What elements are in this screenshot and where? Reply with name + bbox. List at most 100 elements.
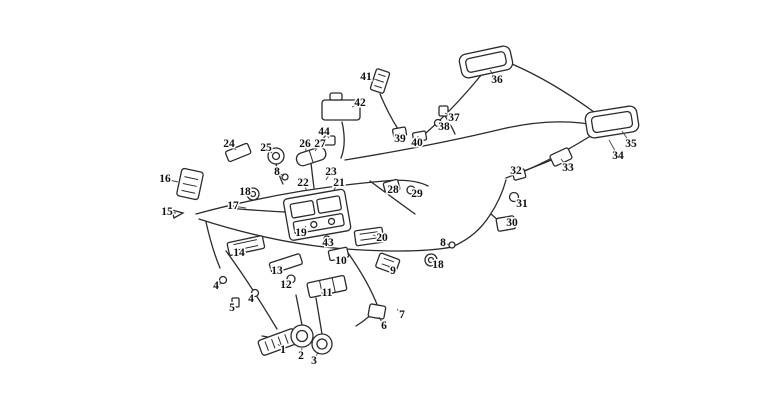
part-44 — [323, 135, 336, 146]
callout-label-43: 43 — [322, 237, 334, 249]
callout-leader-19 — [300, 225, 307, 234]
callout-leader-1 — [277, 343, 284, 351]
harness-artwork — [195, 63, 601, 346]
part-16 — [176, 167, 204, 201]
callout-label-20: 20 — [376, 232, 388, 244]
callout-label-25: 25 — [260, 142, 272, 154]
part-4-right — [250, 288, 260, 298]
part-39 — [391, 126, 408, 139]
callout-leader-8 — [442, 242, 451, 246]
part-11 — [306, 274, 348, 299]
callout-leader-6 — [378, 316, 385, 327]
part-30 — [495, 215, 517, 232]
part-34-35 — [584, 105, 640, 139]
callout-label-42: 42 — [354, 97, 366, 109]
callout-label-11: 11 — [322, 287, 333, 299]
callout-label-39: 39 — [394, 133, 406, 145]
callout-label-12: 12 — [280, 279, 292, 291]
callout-label-26: 26 — [299, 138, 311, 150]
callout-leader-21 — [332, 182, 340, 192]
callout-label-21: 21 — [333, 177, 345, 189]
callout-label-3: 3 — [311, 355, 317, 367]
callout-label-44: 44 — [318, 126, 330, 138]
callout-label-15: 15 — [161, 206, 173, 218]
callout-label-10: 10 — [335, 255, 347, 267]
callout-leader-44 — [323, 131, 330, 139]
callout-label-9: 9 — [390, 265, 396, 277]
callout-label-17: 17 — [227, 200, 239, 212]
part-14 — [226, 235, 266, 256]
callout-leader-27 — [314, 143, 321, 152]
callout-label-5: 5 — [229, 302, 235, 314]
callout-leader-13 — [276, 265, 284, 272]
callout-label-40: 40 — [411, 137, 423, 149]
callout-leader-40 — [416, 135, 419, 144]
callout-label-24: 24 — [223, 138, 235, 150]
callout-leader-2 — [300, 347, 303, 357]
callout-leader-15 — [166, 211, 177, 214]
callout-label-35: 35 — [625, 138, 637, 150]
callout-leader-36 — [489, 69, 498, 81]
callout-label-22: 22 — [297, 177, 309, 189]
callout-label-41: 41 — [360, 71, 372, 83]
callout-label-28: 28 — [387, 184, 399, 196]
part-41 — [369, 68, 391, 94]
callout-leader-37 — [444, 112, 455, 119]
callout-label-30: 30 — [506, 217, 518, 229]
callout-label-8: 8 — [274, 166, 280, 178]
callout-leader-3 — [313, 351, 319, 362]
part-26-27 — [295, 146, 327, 167]
part-4-left — [218, 275, 228, 285]
callout-leader-31 — [515, 198, 523, 205]
part-25 — [267, 147, 285, 165]
part-18-ring-right — [424, 253, 438, 267]
callout-label-36: 36 — [491, 74, 503, 86]
callout-leader-28 — [390, 185, 394, 191]
callout-leader-38 — [438, 123, 445, 128]
part-9 — [375, 252, 401, 275]
callout-label-32: 32 — [510, 165, 522, 177]
callout-label-29: 29 — [411, 188, 423, 200]
callout-leader-18 — [244, 191, 253, 195]
callout-label-27: 27 — [314, 138, 326, 150]
callout-leader-9 — [387, 265, 394, 272]
callout-leader-33 — [560, 158, 569, 169]
callout-leader-16 — [164, 178, 179, 183]
callout-label-23: 23 — [325, 166, 337, 178]
part-32 — [511, 168, 527, 181]
callout-leader-14 — [238, 246, 245, 254]
callout-leader-4 — [215, 282, 223, 287]
callout-label-4: 4 — [248, 293, 254, 305]
callout-leader-8 — [276, 171, 285, 177]
part-13 — [268, 253, 303, 274]
callout-leader-41 — [365, 76, 379, 81]
part-40 — [411, 130, 428, 143]
callout-leader-20 — [372, 234, 383, 239]
callout-label-4: 4 — [213, 280, 219, 292]
part-2 — [290, 324, 314, 348]
callout-leader-12 — [285, 279, 291, 286]
callout-label-13: 13 — [271, 265, 283, 277]
callout-leader-29 — [411, 190, 418, 195]
callout-leader-32 — [515, 170, 519, 175]
callout-label-7: 7 — [399, 309, 405, 321]
callout-leader-18 — [431, 260, 439, 266]
part-3 — [311, 333, 333, 355]
callout-leader-22 — [302, 182, 308, 192]
callout-label-34: 34 — [612, 150, 624, 162]
part-15 — [171, 209, 185, 219]
callout-leader-10 — [337, 254, 342, 262]
part-42 — [321, 92, 361, 121]
callout-leader-4 — [250, 295, 255, 300]
callout-label-18: 18 — [432, 259, 444, 271]
callout-leader-42 — [351, 102, 361, 108]
part-24 — [224, 142, 252, 163]
callout-leader-11 — [325, 287, 328, 294]
callout-label-37: 37 — [448, 112, 460, 124]
callout-label-33: 33 — [562, 162, 574, 174]
callout-leader-7 — [396, 308, 403, 316]
callout-label-16: 16 — [159, 173, 171, 185]
callout-label-2: 2 — [298, 350, 304, 362]
